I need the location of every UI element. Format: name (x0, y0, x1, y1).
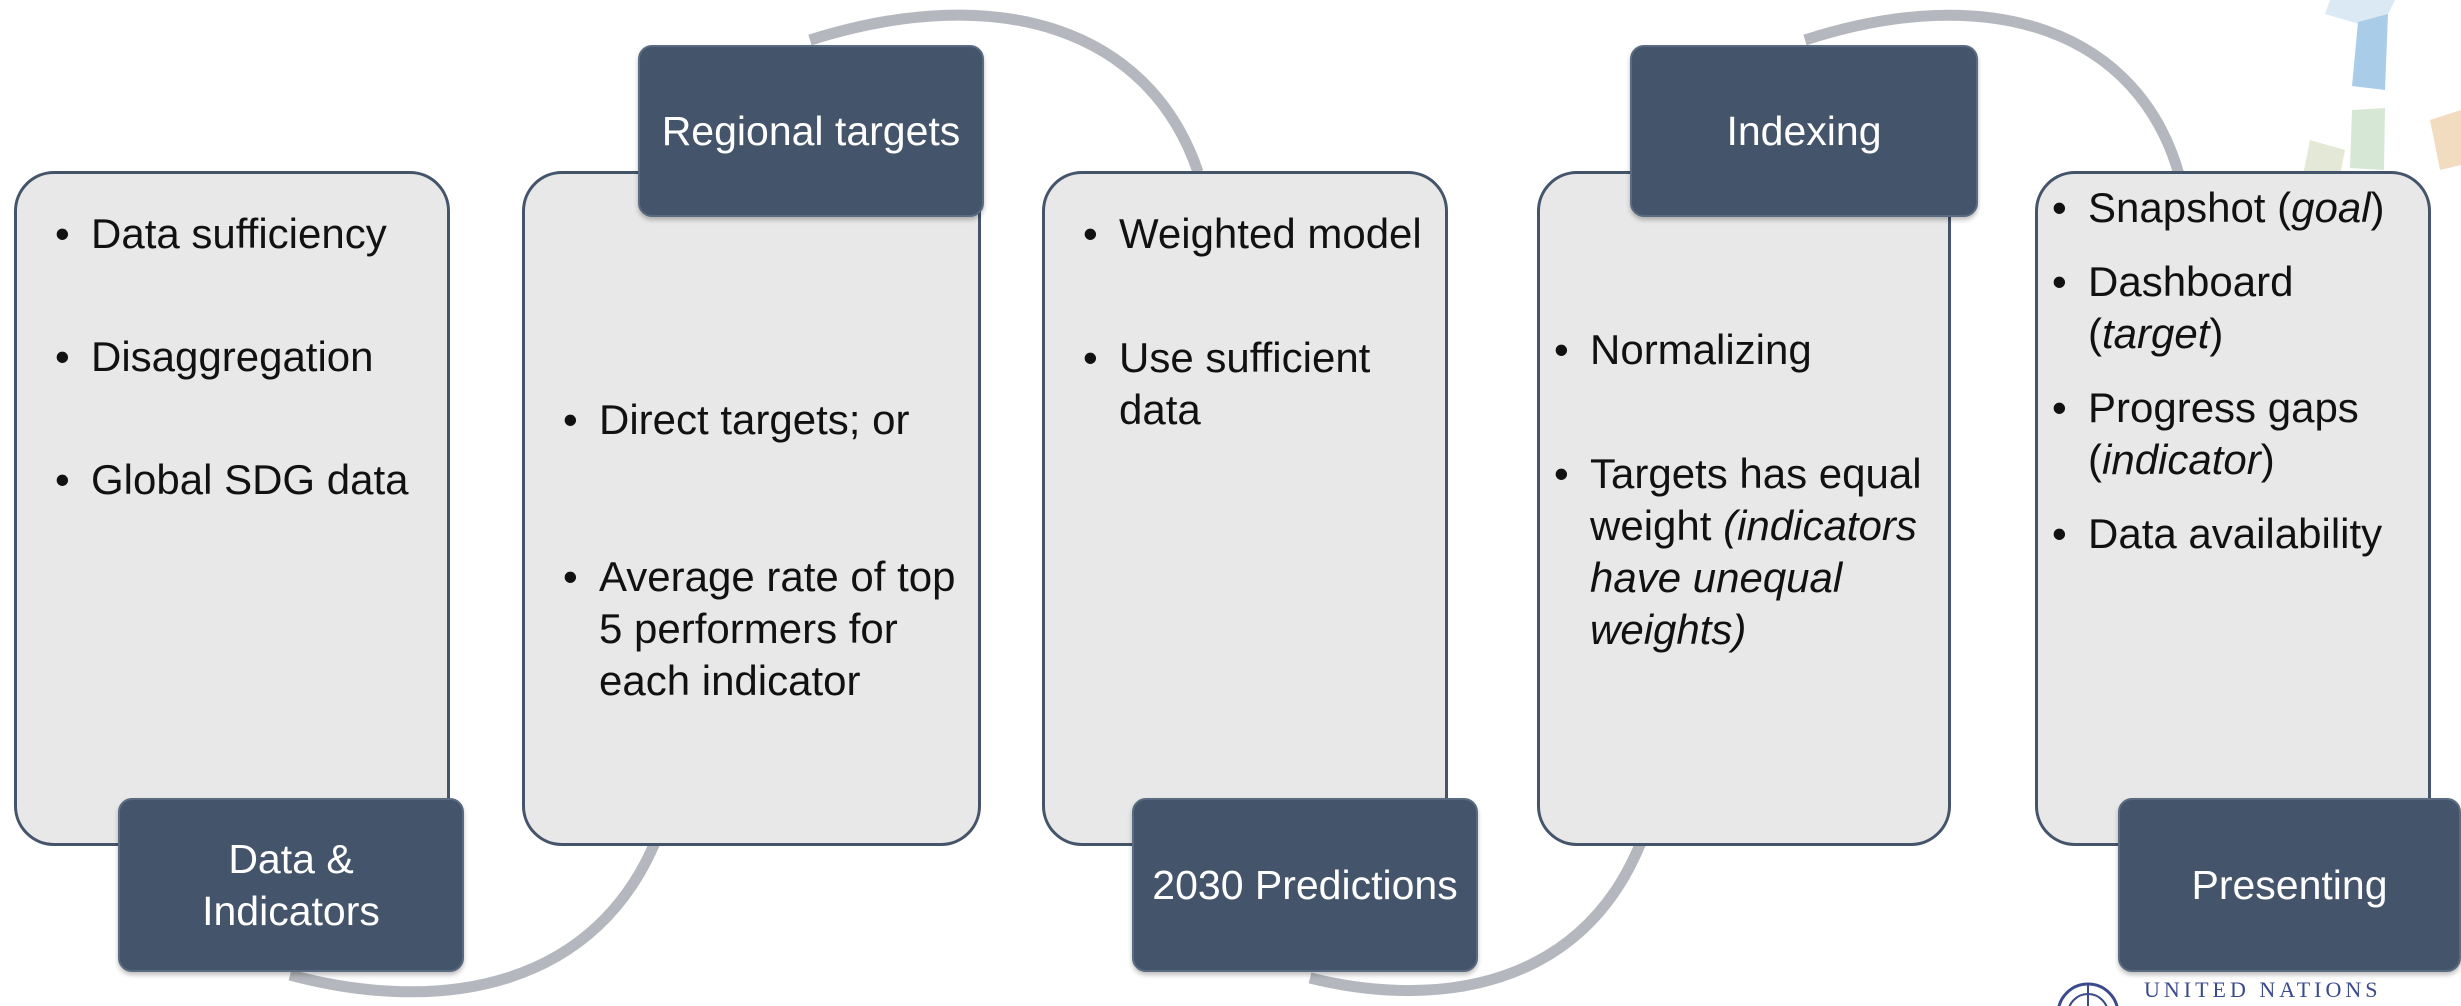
curved-arrow-4 (1803, 9, 2186, 180)
un-emblem-icon (2057, 982, 2119, 1006)
bullet-item: Progress gaps (indicator) (2052, 382, 2432, 486)
step-label-2030-predictions: 2030 Predictions (1132, 798, 1478, 972)
bullet-item: Direct targets; or (563, 394, 963, 446)
bullet-item: Dashboard (target) (2052, 256, 2432, 360)
bullet-item: Normalizing (1554, 324, 1944, 376)
curved-arrow-1 (288, 828, 666, 998)
bullet-list: Snapshot (goal) Dashboard (target) Progr… (2052, 182, 2432, 560)
step-card-data-indicators: Data sufficiency Disaggregation Global S… (14, 171, 450, 846)
curved-arrow-2 (808, 9, 1204, 174)
bullet-item: Disaggregation (55, 331, 445, 383)
bullet-item: Average rate of top 5 performers for eac… (563, 551, 963, 707)
bullet-item: Snapshot (goal) (2052, 182, 2432, 234)
bullet-list: Direct targets; or Average rate of top 5… (563, 394, 963, 707)
bullet-item: Global SDG data (55, 454, 445, 506)
un-escap-logo: UNITED NATIONS (2040, 977, 2461, 1006)
step-label-indexing: Indexing (1630, 45, 1978, 217)
step-card-2030-predictions: Weighted model Use sufficient data (1042, 171, 1448, 846)
bullet-list: Normalizing Targets has equal weight (in… (1554, 324, 1944, 656)
bullet-item: Weighted model (1083, 208, 1433, 260)
bullet-item: Use sufficient data (1083, 332, 1433, 436)
bullet-list: Data sufficiency Disaggregation Global S… (55, 208, 445, 506)
step-label-presenting: Presenting (2118, 798, 2461, 972)
bullet-item: Data availability (2052, 508, 2432, 560)
bullet-item: Targets has equal weight (indicators hav… (1554, 448, 1944, 656)
step-card-presenting: Snapshot (goal) Dashboard (target) Progr… (2035, 171, 2431, 846)
logo-text: UNITED NATIONS (2144, 977, 2382, 1002)
step-label-regional-targets: Regional targets (638, 45, 984, 217)
step-card-indexing: Normalizing Targets has equal weight (in… (1537, 171, 1951, 846)
step-label-data-indicators: Data & Indicators (118, 798, 464, 972)
bullet-list: Weighted model Use sufficient data (1083, 208, 1433, 436)
step-card-regional-targets: Direct targets; or Average rate of top 5… (522, 171, 981, 846)
bullet-item: Data sufficiency (55, 208, 445, 260)
